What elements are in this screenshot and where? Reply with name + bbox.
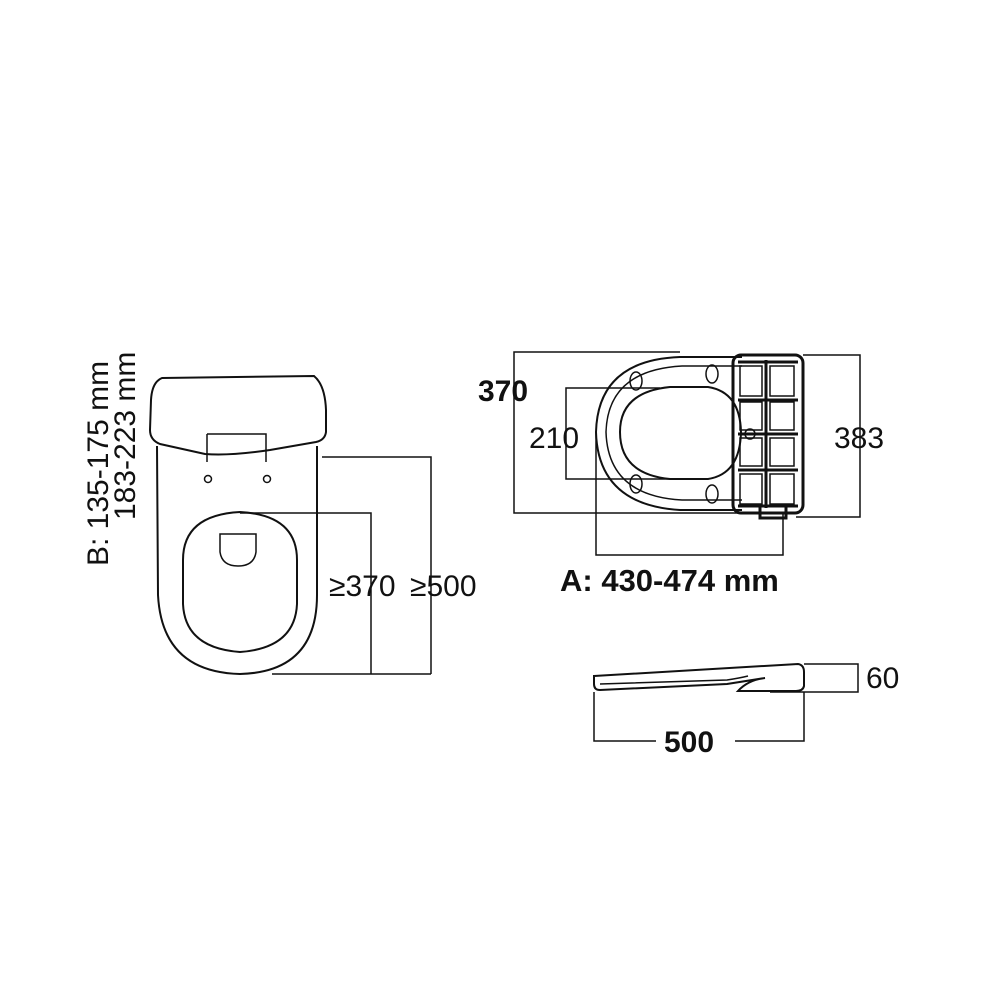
bumper-top-left: [629, 371, 643, 391]
seat-opening: [182, 510, 298, 654]
seat-opening-top: [618, 386, 743, 480]
dim-label-500: 500: [664, 726, 714, 759]
toilet-plan-view: ≥370 ≥500 B: 135-175 mm 183-223 mm: [82, 352, 477, 676]
dim-label-370: 370: [478, 375, 528, 408]
dim-line-500: [593, 692, 805, 742]
cistern-outline: [148, 374, 327, 456]
seat-plan-view: 370 210 383 A: 430-474 mm: [478, 351, 884, 598]
hinge-hole-left: [203, 474, 213, 484]
dim-line-383: [796, 354, 861, 518]
dim-line-outer: [322, 456, 432, 674]
outlet-hole: [219, 533, 257, 567]
dim-label-210: 210: [529, 422, 579, 455]
bumper-top-right: [705, 364, 719, 384]
bumper-bottom-left: [629, 474, 643, 494]
dim-label-outer: ≥500: [410, 570, 477, 603]
hinge-hole-right: [262, 474, 272, 484]
seat-outer-outline: [594, 356, 742, 511]
seat-profile-inner-line: [599, 675, 749, 685]
hinge-mechanism: [731, 353, 805, 520]
dim-line-a: [595, 432, 784, 556]
dim-label-383: 383: [834, 422, 884, 455]
dim-line-inner: [240, 512, 431, 675]
dim-line-60: [770, 663, 859, 693]
bumper-bottom-right: [705, 484, 719, 504]
caption-a-dimension: A: 430-474 mm: [560, 563, 779, 598]
b-dimension-label-line1: B: 135-175 mm: [82, 361, 115, 566]
bowl-outline: [156, 445, 318, 676]
dim-line-210: [565, 387, 670, 480]
seat-side-view: 60 500: [593, 662, 899, 759]
dim-line-370: [513, 351, 740, 514]
seat-profile-outline: [593, 662, 805, 692]
dim-label-60: 60: [866, 662, 899, 695]
hinge-reference-line: [206, 433, 267, 462]
dim-label-inner: ≥370: [329, 570, 396, 603]
b-dimension-label-line2: 183-223 mm: [109, 352, 142, 520]
seat-inner-outline: [605, 365, 742, 501]
